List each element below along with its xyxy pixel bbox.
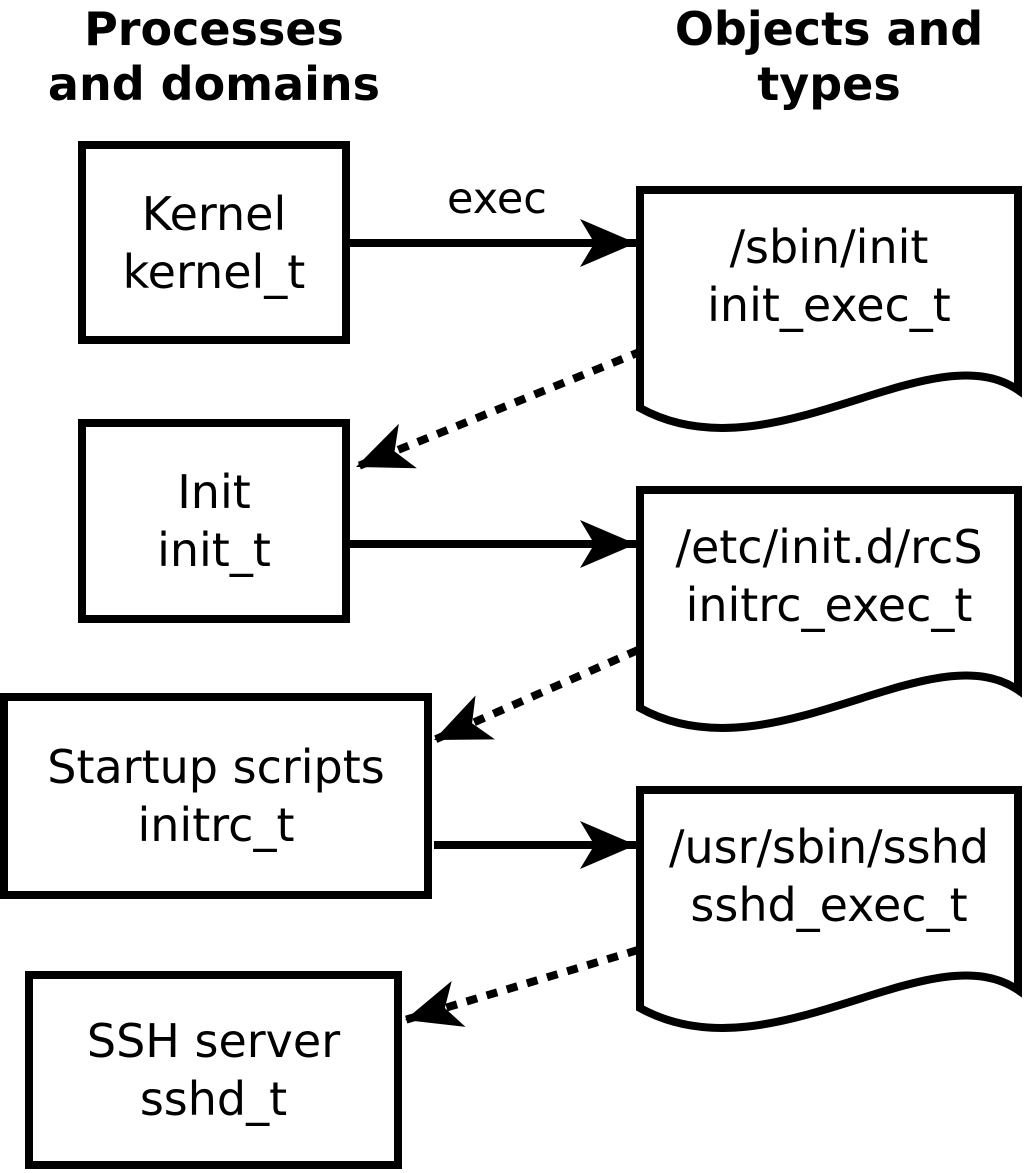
transition-arrow-sbin-init-to-init	[354, 347, 644, 471]
process-box-startup-scripts: Startup scripts initrc_t	[0, 693, 432, 899]
process-name: Init	[177, 465, 251, 519]
object-label-etc-initd-rcs: /etc/init.d/rcS initrc_exec_t	[640, 492, 1018, 660]
process-domain: kernel_t	[122, 244, 306, 299]
header-line: Objects and	[674, 2, 984, 56]
column-header-processes-and-domains: Processes and domains	[28, 2, 400, 112]
process-domain: sshd_t	[139, 1072, 288, 1126]
header-line: and domains	[47, 57, 381, 111]
document-shape-usr-sbin-sshd	[636, 786, 1022, 1032]
document-shape-etc-initd-rcs	[636, 486, 1022, 732]
object-path: /sbin/init	[729, 220, 929, 274]
process-domain: init_t	[157, 523, 271, 577]
header-line: Processes	[84, 2, 344, 56]
transition-arrow-usr-sbin-sshd-to-ssh-server	[403, 946, 640, 1027]
object-label-sbin-init: /sbin/init init_exec_t	[640, 192, 1018, 360]
process-box-ssh-server: SSH server sshd_t	[25, 971, 402, 1169]
object-label-usr-sbin-sshd: /usr/sbin/sshd sshd_exec_t	[640, 792, 1018, 960]
process-name: Startup scripts	[47, 740, 385, 794]
object-path: /usr/sbin/sshd	[669, 820, 989, 874]
process-domain: initrc_t	[137, 798, 295, 852]
process-box-init: Init init_t	[78, 419, 350, 623]
process-box-kernel: Kernel kernel_t	[78, 141, 350, 344]
process-name: SSH server	[86, 1014, 341, 1068]
process-name: Kernel	[141, 186, 287, 241]
object-type: sshd_exec_t	[690, 878, 968, 932]
object-type: initrc_exec_t	[685, 578, 973, 632]
column-header-objects-and-types: Objects and types	[640, 2, 1018, 112]
header-line: types	[757, 57, 901, 111]
object-type: init_exec_t	[707, 278, 951, 332]
exec-arrow-label: exec	[447, 174, 547, 224]
object-path: /etc/init.d/rcS	[675, 520, 983, 574]
transition-arrow-etc-initd-rcs-to-startup-scripts	[432, 646, 640, 744]
document-shape-sbin-init	[636, 186, 1022, 432]
